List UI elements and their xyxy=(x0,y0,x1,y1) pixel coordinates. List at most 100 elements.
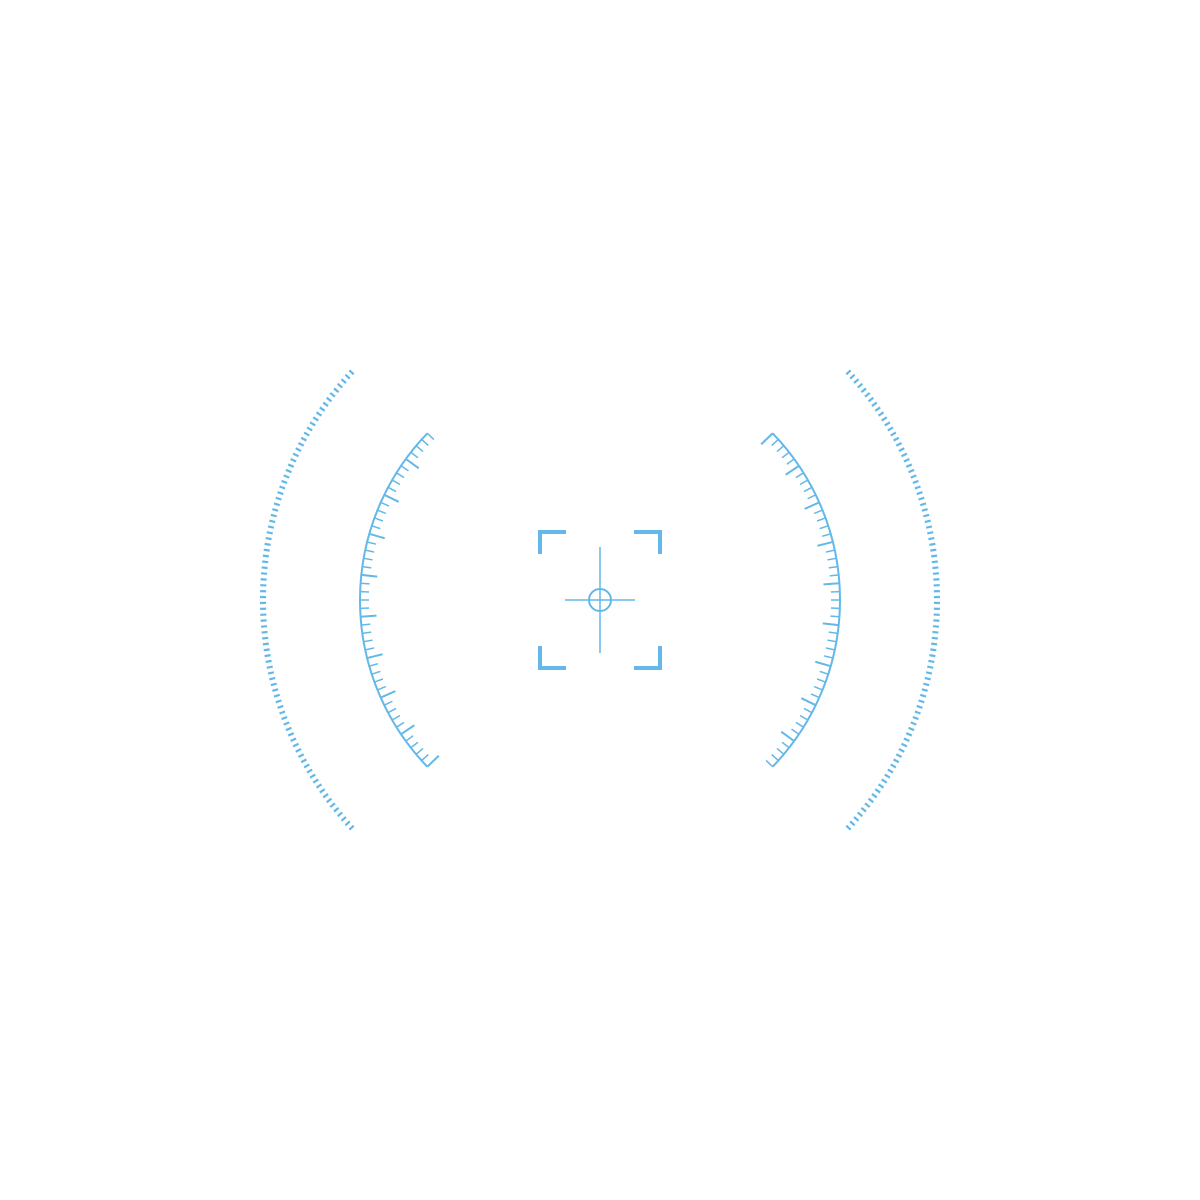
scale-tick-minor xyxy=(827,639,837,643)
outer-tick xyxy=(266,531,273,535)
outer-tick xyxy=(300,436,308,442)
outer-tick xyxy=(927,531,934,535)
scale-tick-minor xyxy=(421,438,429,446)
outer-tick xyxy=(898,748,905,753)
scale-tick-minor xyxy=(786,458,795,465)
outer-tick xyxy=(900,452,908,458)
outer-tick xyxy=(285,468,292,474)
outer-tick xyxy=(344,373,351,380)
crosshair-icon xyxy=(565,547,635,653)
outer-tick xyxy=(273,502,281,507)
outer-tick xyxy=(309,773,316,779)
outer-tick xyxy=(914,710,921,715)
outer-tick xyxy=(923,682,930,687)
outer-tick xyxy=(267,525,275,529)
outer-tick xyxy=(262,636,269,640)
outer-tick xyxy=(921,508,928,512)
outer-tick xyxy=(322,401,329,407)
scale-tick-major xyxy=(369,532,385,540)
scale-tick-minor xyxy=(400,465,409,472)
outer-tick xyxy=(887,768,894,774)
scale-tick-minor xyxy=(791,728,800,735)
outer-tick xyxy=(348,824,355,831)
outer-tick xyxy=(853,378,860,384)
scale-tick-minor xyxy=(363,557,373,561)
scale-tick-minor xyxy=(396,472,405,479)
outer-tick xyxy=(306,768,313,774)
scale-tick-minor xyxy=(821,533,831,538)
scale-tick-minor xyxy=(366,541,377,545)
outer-tick xyxy=(874,406,881,412)
scale-tick-minor xyxy=(362,565,372,569)
bracket-corner-bottom-right xyxy=(634,646,662,670)
scale-tick-minor xyxy=(795,472,804,479)
scale-tick-minor xyxy=(387,486,397,493)
outer-tick xyxy=(329,802,336,808)
scale-tick-minor xyxy=(819,670,829,675)
outer-tick xyxy=(849,373,856,380)
outer-tick xyxy=(333,387,340,393)
outer-tick xyxy=(918,699,925,704)
scale-tick-minor xyxy=(410,451,419,459)
scale-tick-minor xyxy=(771,754,779,762)
scale-tick-minor xyxy=(781,741,790,749)
outer-tick xyxy=(900,742,908,748)
scale-tick-minor xyxy=(396,721,405,728)
scale-tick-major xyxy=(400,724,415,736)
outer-tick xyxy=(319,788,326,794)
outer-tick xyxy=(277,491,284,496)
outer-tick xyxy=(263,548,270,552)
scale-tick-minor xyxy=(810,693,820,699)
outer-tick xyxy=(860,807,867,813)
outer-tick xyxy=(295,447,302,452)
outer-tick xyxy=(269,676,276,681)
outer-tick xyxy=(297,442,305,447)
scale-tick-minor xyxy=(795,721,804,728)
outer-tick xyxy=(344,820,351,827)
outer-tick xyxy=(874,788,881,794)
outer-tick xyxy=(881,778,888,784)
outer-tick xyxy=(925,525,933,529)
outer-tick xyxy=(925,671,933,675)
scale-tick-major xyxy=(822,622,839,627)
outer-tick xyxy=(273,693,281,698)
outer-tick xyxy=(267,671,275,675)
outer-tick xyxy=(877,783,885,789)
outer-tick xyxy=(287,463,295,468)
outer-tick xyxy=(303,763,310,769)
outer-tick xyxy=(262,554,270,558)
outer-tick xyxy=(322,793,329,799)
scale-tick-minor xyxy=(827,557,837,561)
outer-tick xyxy=(853,816,860,822)
outer-tick-arc-right xyxy=(845,369,941,831)
outer-tick xyxy=(281,715,288,721)
outer-tick xyxy=(287,732,295,737)
outer-tick xyxy=(845,369,852,376)
outer-tick xyxy=(892,436,900,442)
scale-tick-minor xyxy=(819,525,829,530)
outer-tick xyxy=(275,699,282,704)
scale-tick-minor xyxy=(360,582,370,585)
outer-tick xyxy=(871,401,878,407)
outer-tick xyxy=(931,636,938,640)
scale-tick-minor xyxy=(828,565,838,569)
scale-tick-minor xyxy=(807,494,817,500)
scale-tick-major xyxy=(817,540,834,547)
scale-tick-minor xyxy=(771,438,779,446)
bracket-corner-top-left xyxy=(538,530,566,554)
scale-tick-major xyxy=(426,754,440,768)
outer-tick xyxy=(864,392,871,398)
scale-tick-major xyxy=(405,458,420,470)
scale-tick-minor xyxy=(816,517,826,522)
outer-tick xyxy=(326,797,333,804)
scale-tick-major xyxy=(383,493,400,503)
outer-tick xyxy=(905,732,913,737)
outer-tick xyxy=(262,642,270,646)
scale-tick-minor xyxy=(799,479,809,486)
outer-tick xyxy=(905,463,913,468)
scale-tick-minor xyxy=(374,678,384,683)
outer-tick xyxy=(932,630,939,634)
scale-tick-minor xyxy=(426,432,435,441)
scale-tick-minor xyxy=(803,707,813,714)
scale-tick-major xyxy=(380,690,396,699)
